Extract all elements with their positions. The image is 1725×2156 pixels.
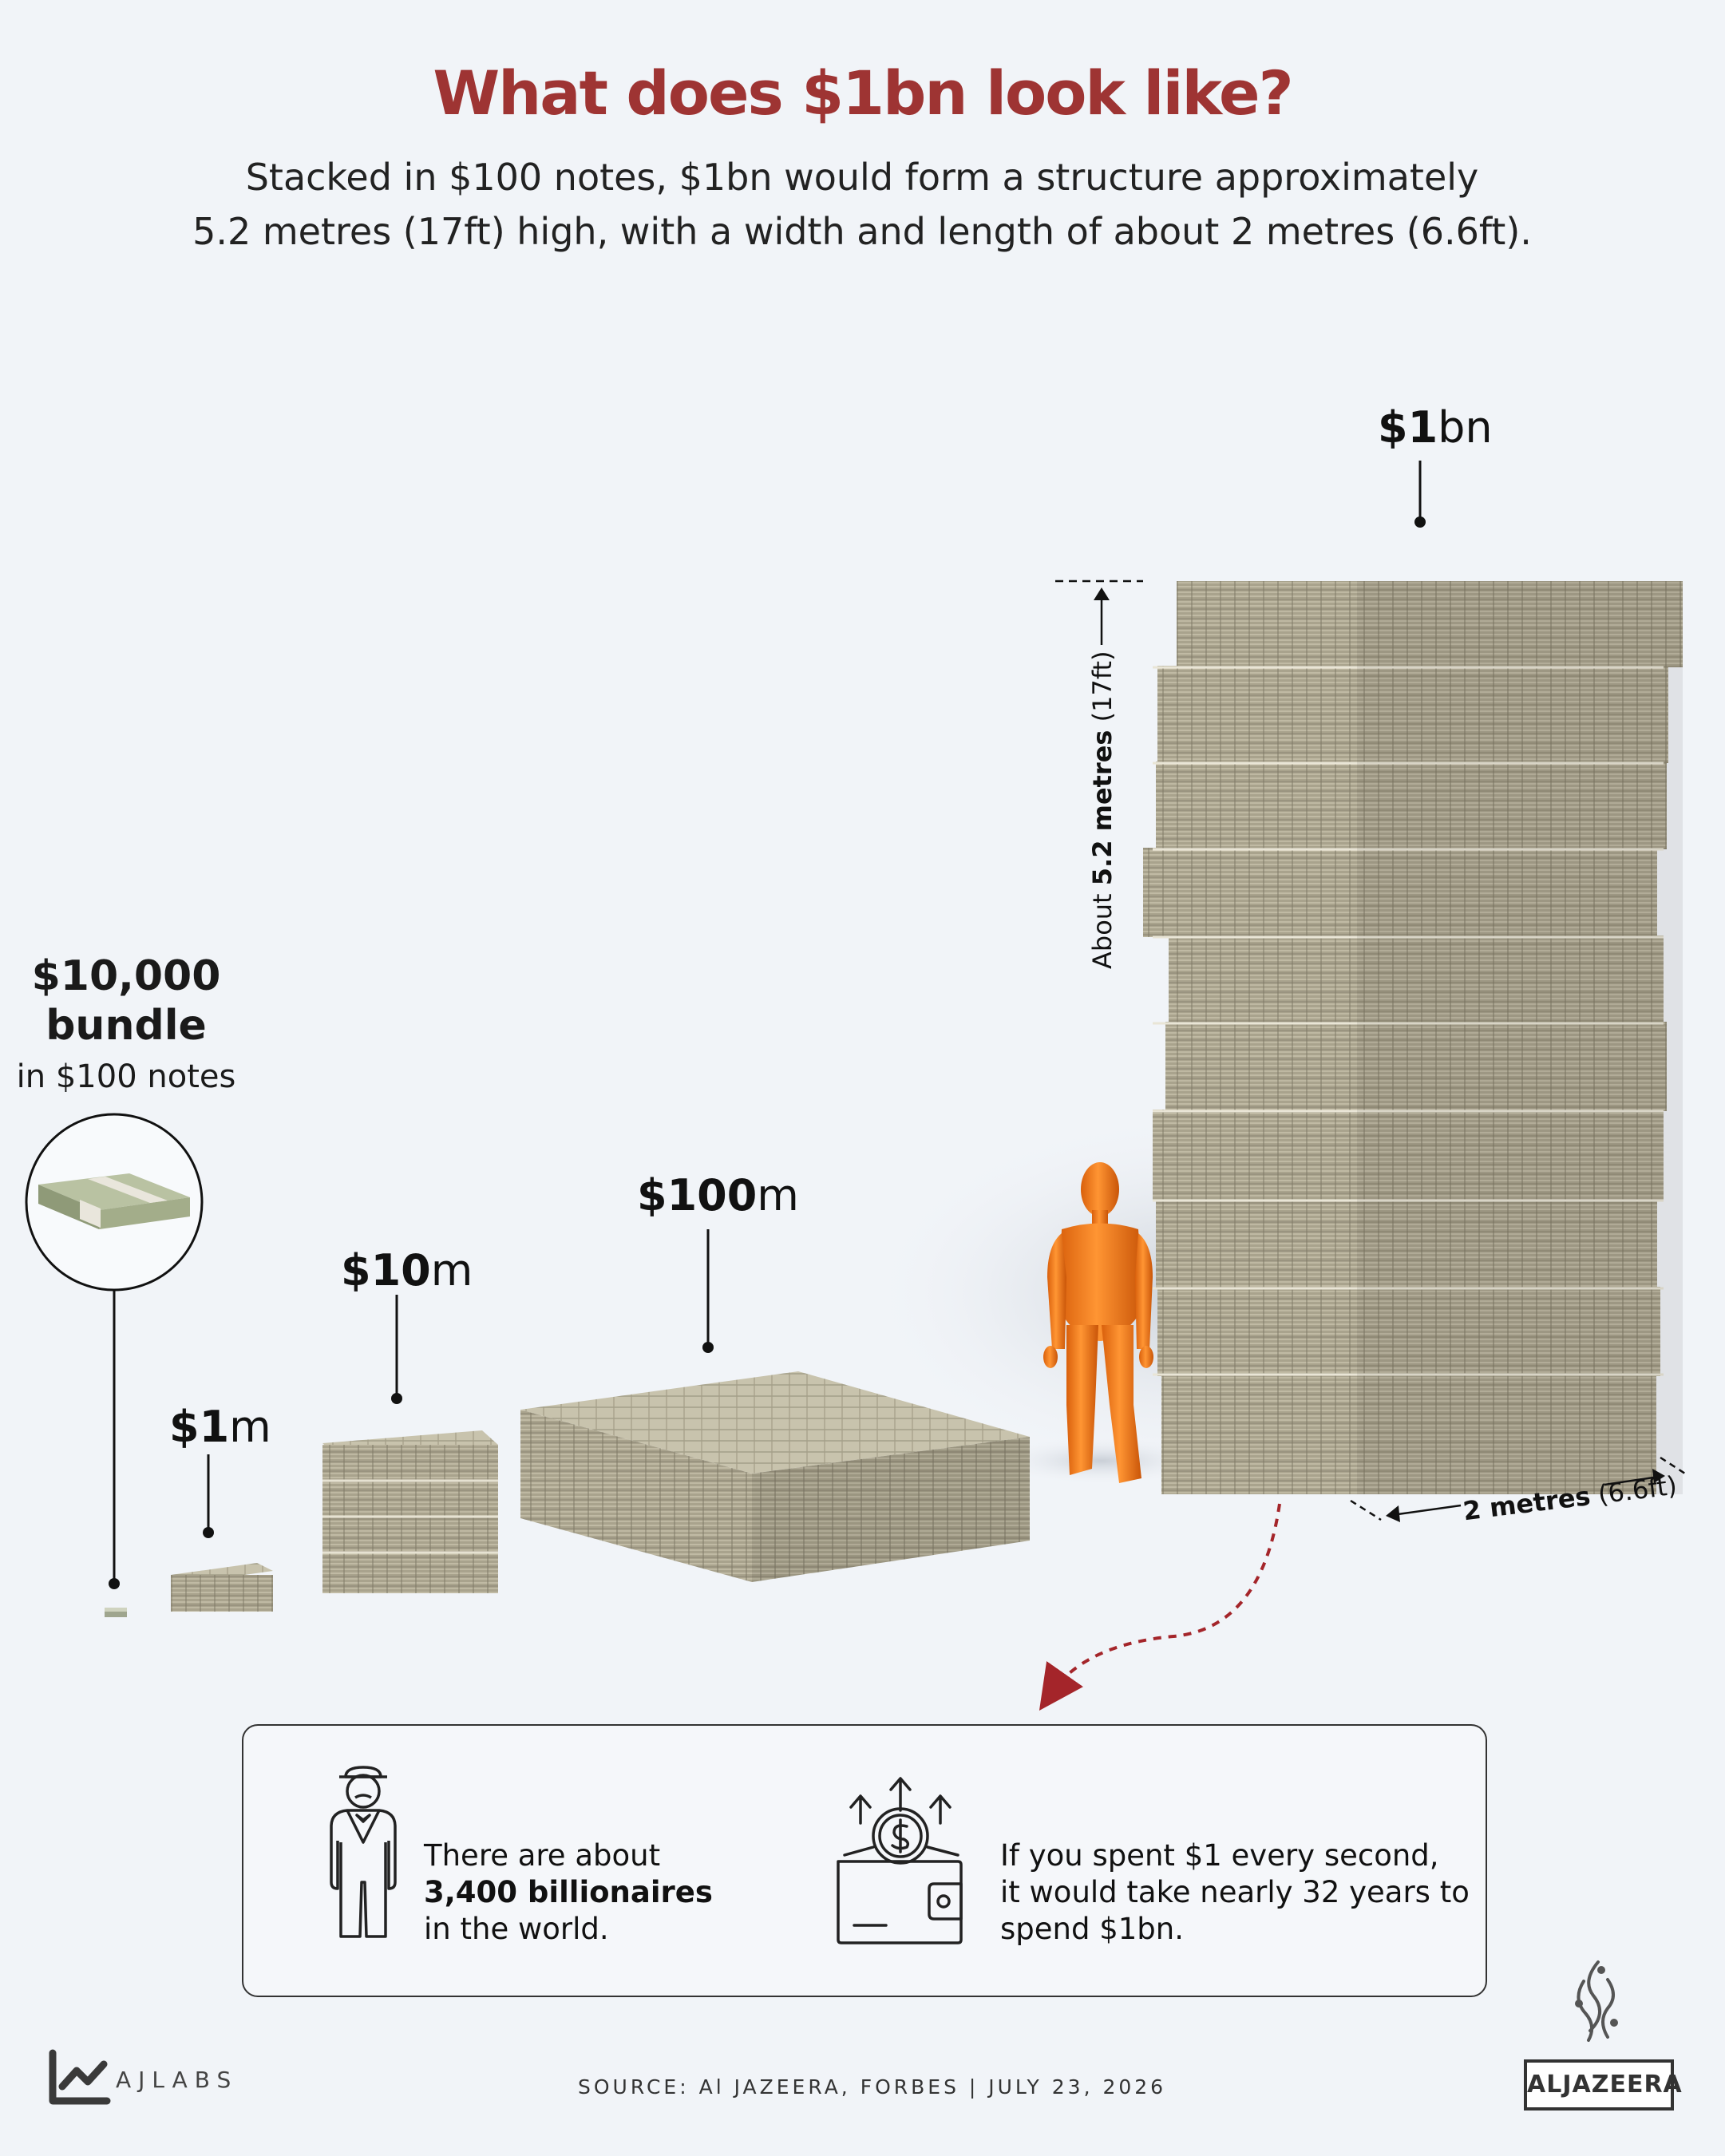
bundle-floor-icon: [105, 1608, 127, 1617]
stack-100m-graphic: [520, 1371, 1030, 1582]
aljazeera-logo-icon: [1575, 1960, 1618, 2042]
source-footer: SOURCE: Al JAZEERA, FORBES | JULY 23, 20…: [578, 2075, 1167, 2099]
aljazeera-wordmark: ALJAZEERA: [1524, 2059, 1682, 2111]
width-dimension-left: [1350, 1499, 1382, 1521]
width-arrow-right-icon: [1652, 1469, 1665, 1483]
spending-line-2: it would take nearly 32 years to: [1000, 1875, 1470, 1909]
ajlabs-logo-icon: [49, 2049, 111, 2105]
leader-1m-dot: [203, 1527, 214, 1538]
spending-line-1: If you spent $1 every second,: [1000, 1838, 1439, 1873]
wallet-icon: [837, 1777, 963, 1944]
stack-10m-graphic: [322, 1430, 498, 1593]
spending-fact: If you spent $1 every second, it would t…: [1000, 1838, 1470, 1948]
height-dimension-label: About 5.2 metres (17ft): [1087, 651, 1118, 969]
stack-1bn-graphic: [1143, 581, 1683, 1494]
billionaire-icon: [330, 1766, 397, 1938]
spending-line-3: spend $1bn.: [1000, 1912, 1185, 1946]
leader-bundle-dot: [109, 1578, 120, 1589]
label-1bn: $1bn: [1378, 402, 1493, 453]
width-dimension-right: [1660, 1456, 1688, 1477]
bundle-label: $10,000 bundle in $100 notes: [6, 951, 246, 1095]
width-dimension-line-2: [1604, 1475, 1660, 1486]
leader-10m-dot: [391, 1393, 402, 1404]
ajlabs-wordmark: AJLABS: [116, 2067, 239, 2093]
bundle-subtitle: in $100 notes: [16, 1058, 236, 1095]
width-arrow-left-icon: [1386, 1505, 1400, 1522]
subtitle-line-2: 5.2 metres (17ft) high, with a width and…: [192, 210, 1532, 253]
page-subtitle: Stacked in $100 notes, $1bn would form a…: [144, 150, 1581, 259]
bundle-title-line-1: $10,000: [31, 952, 221, 1000]
height-arrow-icon: [1094, 587, 1110, 600]
leader-100m-dot: [702, 1342, 714, 1353]
page-title: What does $1bn look like?: [433, 57, 1293, 129]
label-1m: $1m: [169, 1402, 271, 1452]
bundle-money-icon: [38, 1173, 190, 1229]
bundle-title-line-2: bundle: [45, 1002, 207, 1050]
width-dimension-line: [1391, 1504, 1462, 1517]
billionaires-line-3: in the world.: [424, 1912, 609, 1946]
curved-arrow-icon: [1039, 1503, 1281, 1711]
stack-1m-graphic: [171, 1563, 273, 1612]
label-10m: $10m: [341, 1245, 473, 1296]
label-100m: $100m: [637, 1170, 799, 1220]
figure-shadow: [990, 1437, 1213, 1485]
human-figure: [1043, 1162, 1153, 1483]
billionaires-line-2: 3,400 billionaires: [424, 1875, 713, 1909]
billionaires-line-1: There are about: [424, 1838, 661, 1873]
billionaires-fact: There are about 3,400 billionaires in th…: [424, 1838, 713, 1948]
subtitle-line-1: Stacked in $100 notes, $1bn would form a…: [245, 156, 1479, 199]
leader-1bn-dot: [1414, 516, 1426, 528]
